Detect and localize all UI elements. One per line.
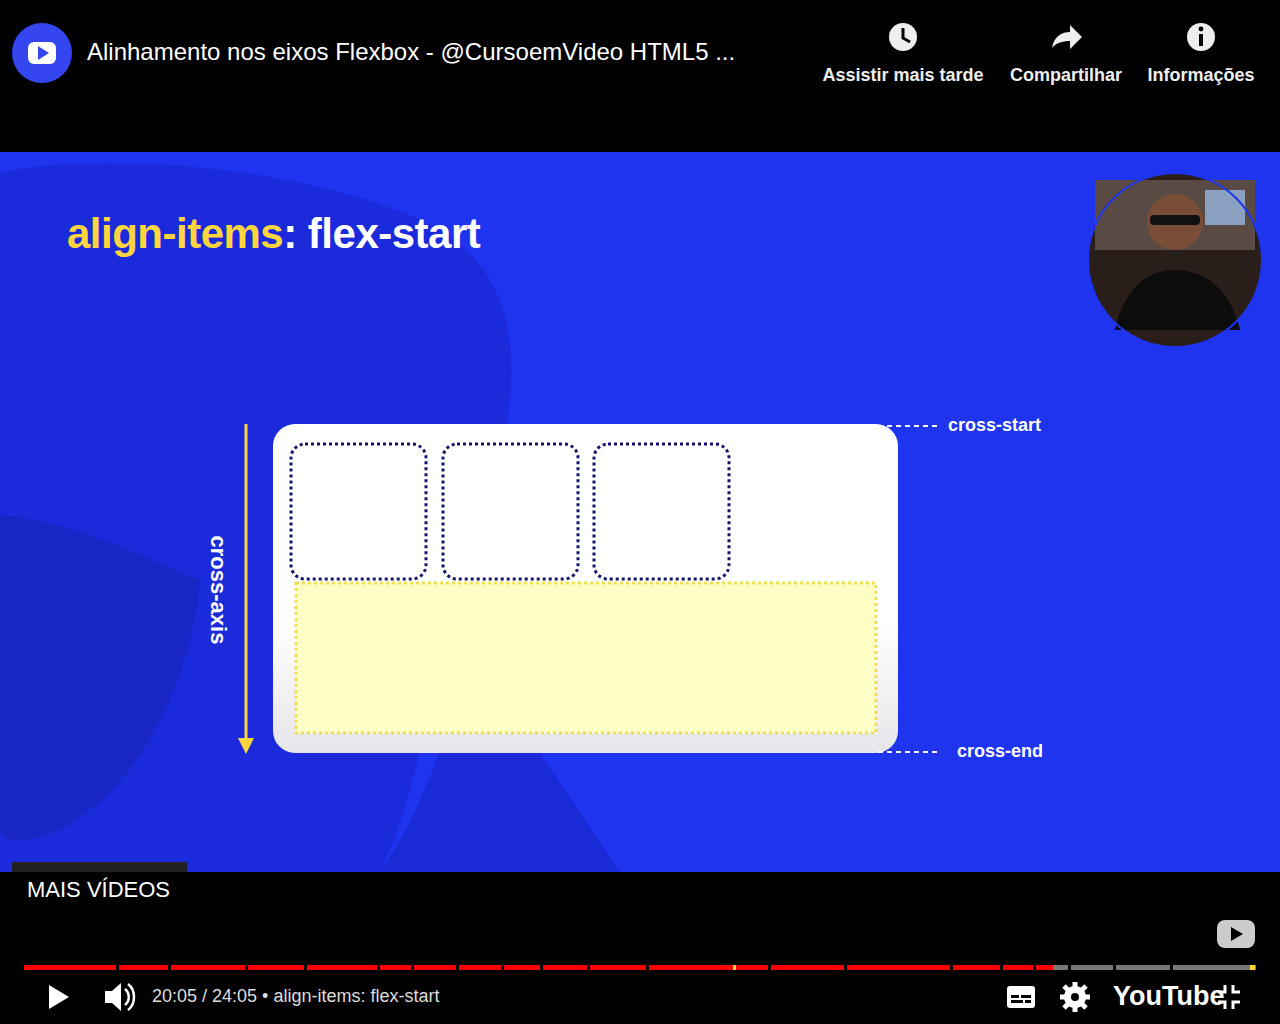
button-label: Compartilhar xyxy=(1010,65,1122,86)
title-keyword: align-items xyxy=(67,210,283,258)
button-label: Assistir mais tarde xyxy=(822,65,983,86)
axis-label: cross-start xyxy=(948,415,1041,436)
axis-label: cross-axis xyxy=(205,536,230,645)
axis-label: cross-end xyxy=(957,741,1043,762)
time-display: 20:05 / 24:05 • align-items: flex-start xyxy=(152,986,439,1007)
button-label: Informações xyxy=(1147,65,1254,86)
panel-tab: MAIS VÍDEOS xyxy=(27,877,170,902)
title-value: : flex-start xyxy=(283,210,480,258)
video-title: Alinhamento nos eixos Flexbox - @Cursoem… xyxy=(87,38,735,66)
brand-logo: YouTube xyxy=(1113,981,1224,1012)
slide-title: align-items: flex-start xyxy=(67,210,480,258)
